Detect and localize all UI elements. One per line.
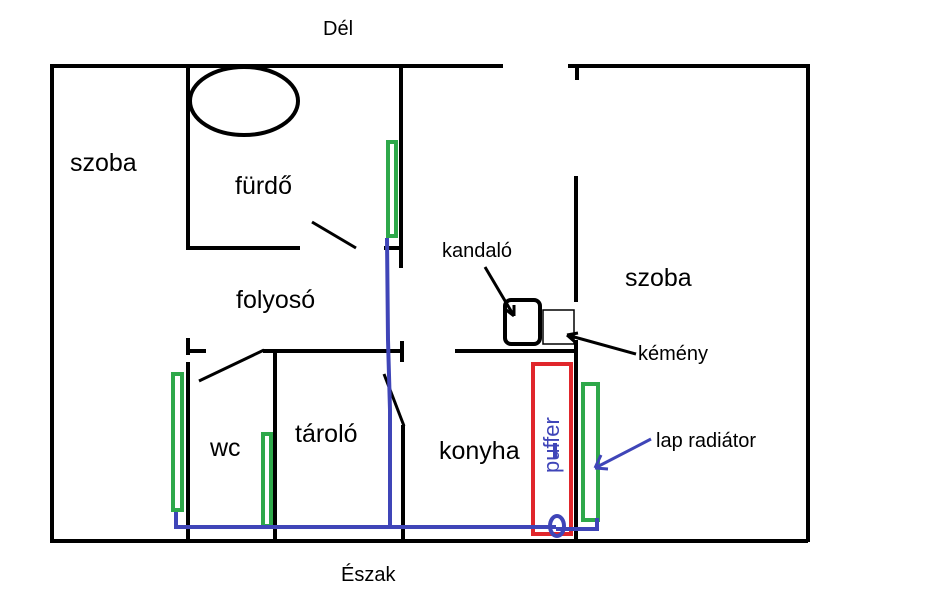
- radiator-pointer-arrow: [593, 437, 652, 471]
- heating-pipes: [174, 237, 599, 538]
- room-label-szoba-right: szoba: [625, 264, 692, 292]
- room-label-wc: wc: [209, 434, 241, 462]
- radiator-bathroom: [386, 140, 398, 238]
- pipe-main: [174, 512, 556, 529]
- label-kemeny: kémény: [638, 343, 708, 365]
- radiators: [171, 140, 600, 528]
- bathtub: [188, 65, 300, 137]
- compass-south: Dél: [323, 18, 353, 40]
- compass-north: Észak: [341, 563, 396, 586]
- label-puffer: puffer: [539, 417, 564, 473]
- room-label-szoba-left: szoba: [70, 149, 137, 177]
- fireplace-icon: [503, 298, 542, 346]
- room-label-konyha: konyha: [439, 437, 520, 465]
- room-label-folyoso: folyosó: [236, 286, 315, 314]
- room-label-furdo: fürdő: [235, 172, 292, 200]
- radiator-hall-wc: [171, 372, 184, 512]
- door-storage: [382, 373, 406, 427]
- fireplace-arrow: [483, 266, 516, 318]
- label-lap-radiator: lap radiátor: [656, 430, 756, 452]
- doors: [198, 220, 406, 427]
- pipe-connection-loop: [548, 514, 566, 538]
- door-bathroom: [311, 220, 357, 250]
- outer-walls: [50, 64, 810, 543]
- radiator-kitchen: [581, 382, 600, 522]
- label-kandalo: kandaló: [442, 240, 512, 262]
- interior-walls: [186, 66, 579, 542]
- pipe-to-kitchen-radiator: [556, 518, 599, 531]
- chimney-arrow: [566, 331, 637, 356]
- room-label-tarolo: tároló: [295, 420, 358, 448]
- chimney: [542, 309, 575, 345]
- radiator-wc: [261, 432, 273, 528]
- door-wc: [198, 348, 265, 383]
- pipe-bathroom-riser: [385, 237, 392, 527]
